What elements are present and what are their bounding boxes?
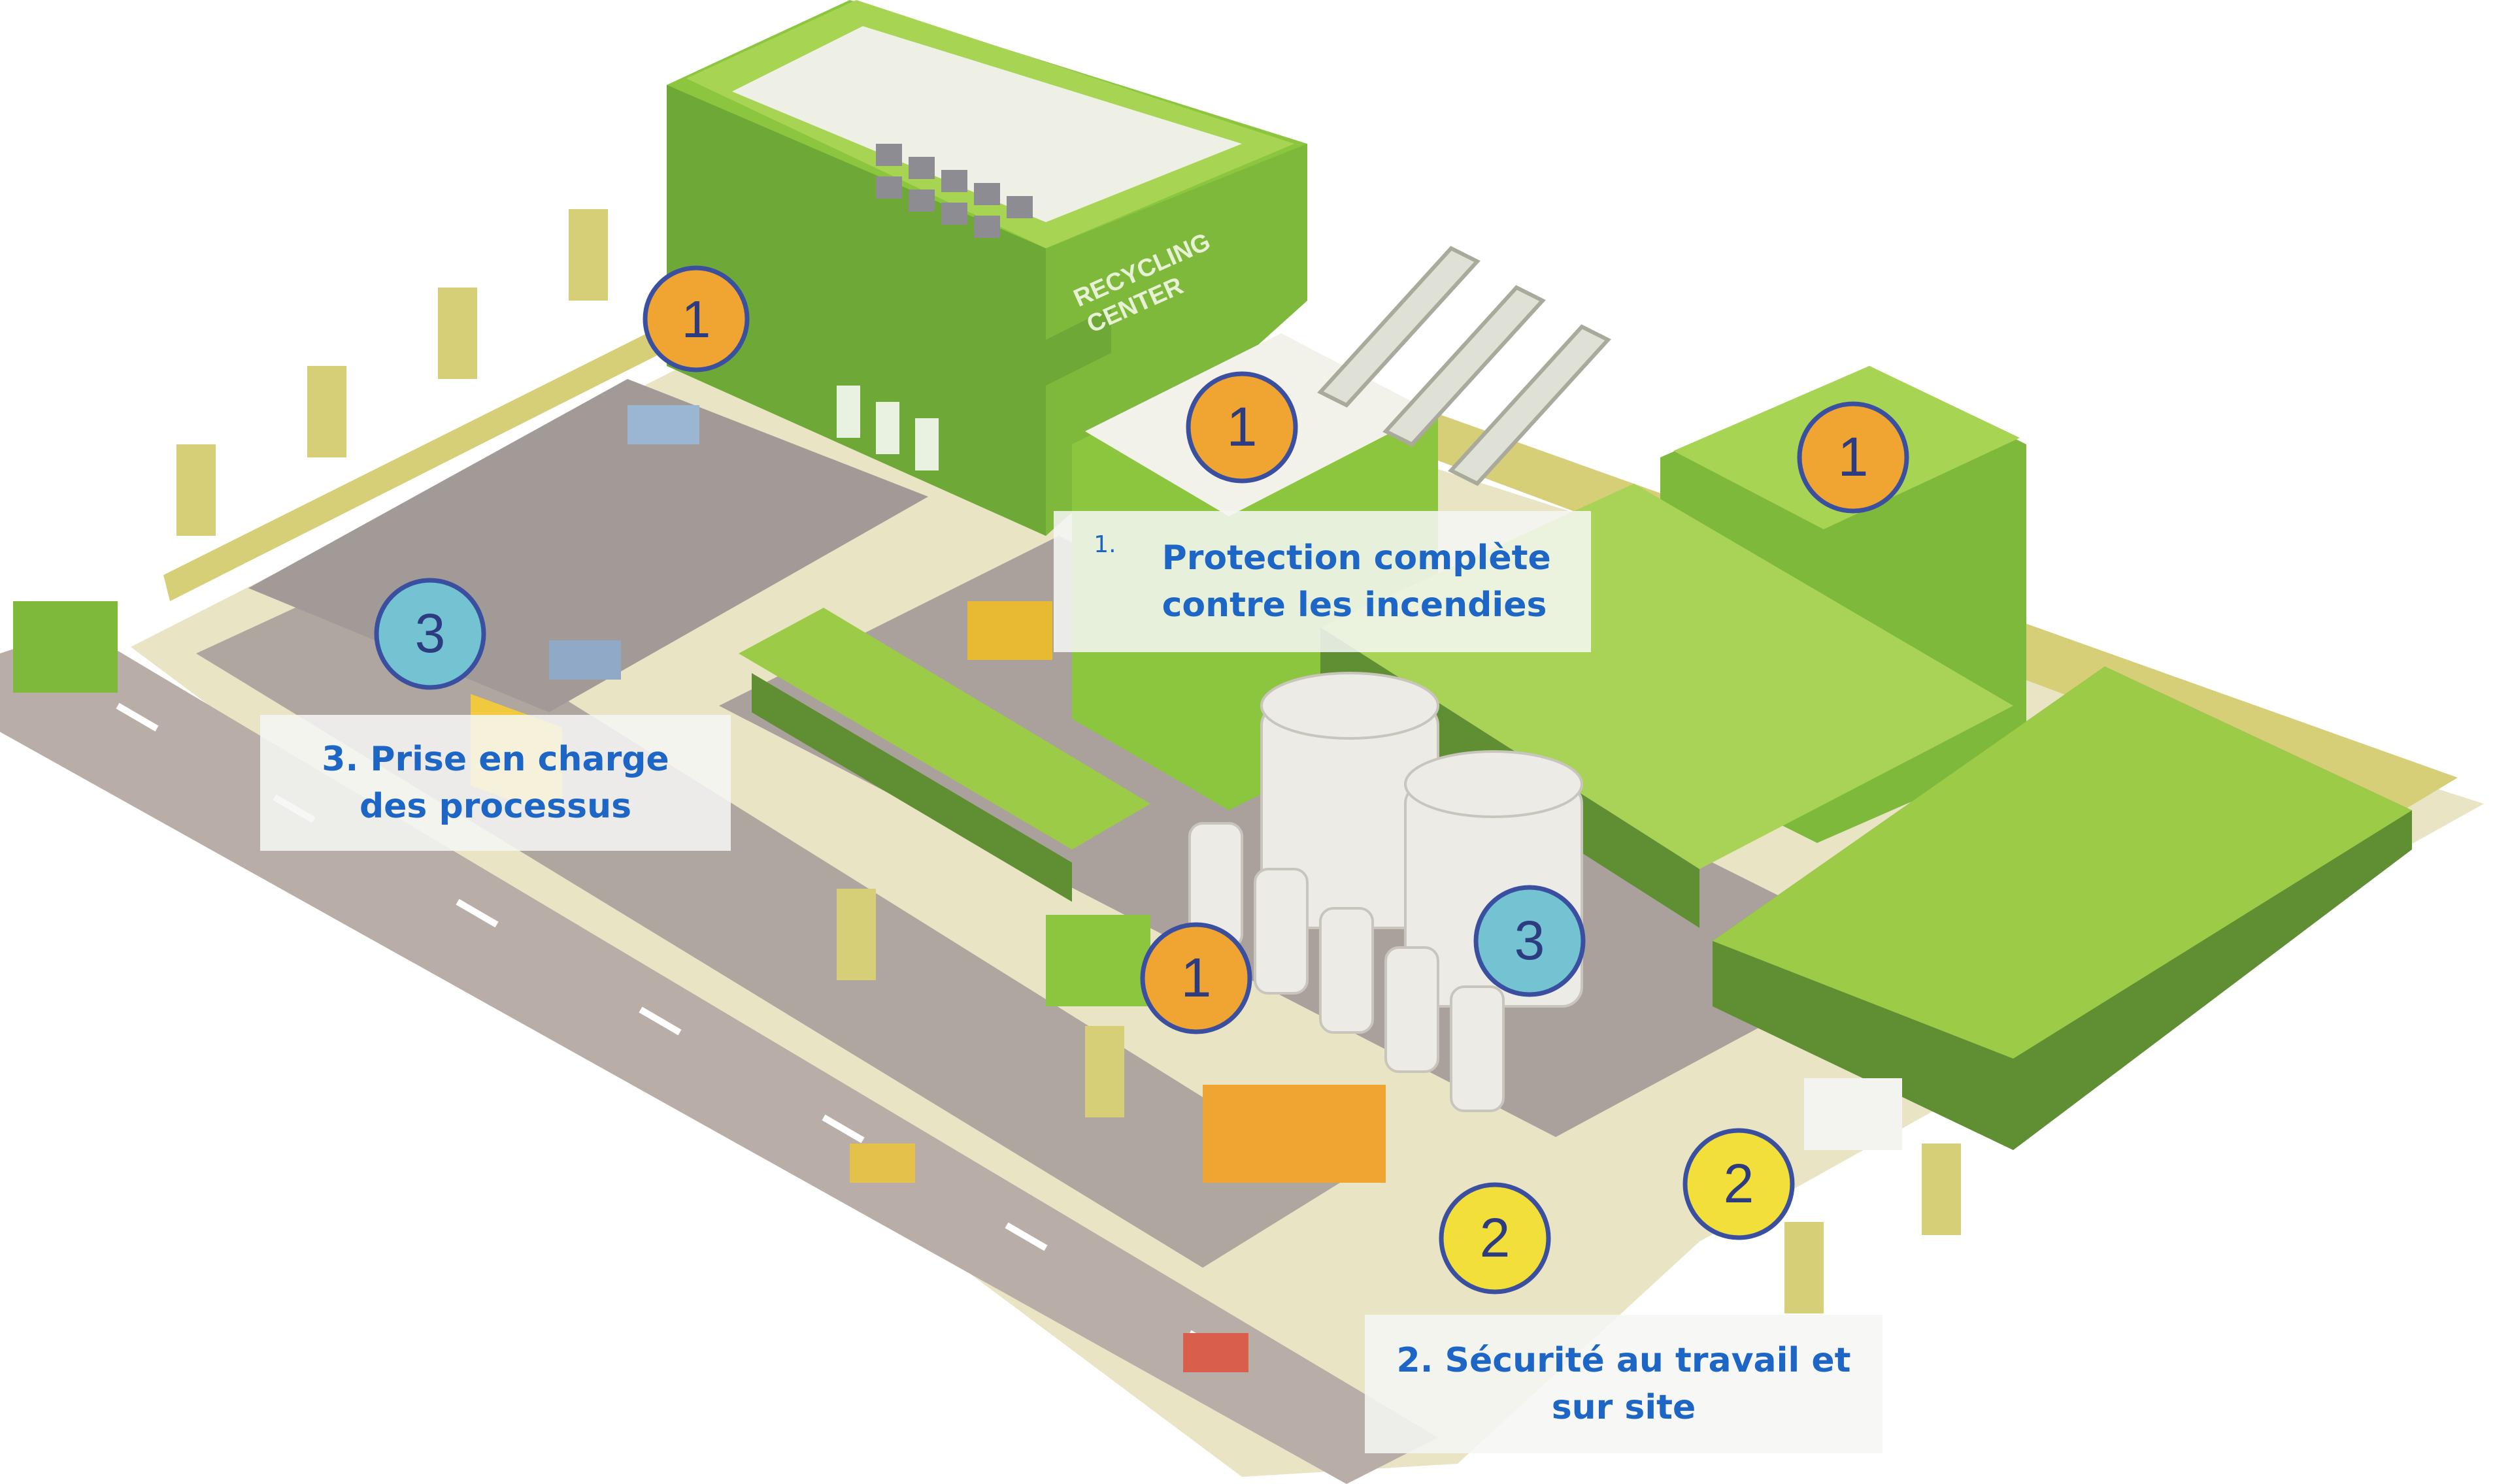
marker-label: 3 <box>415 602 446 664</box>
callout-process-support: 3. Prise en charge des processus <box>260 715 731 851</box>
callout-text: Protection complète contre les incendies <box>1162 538 1551 625</box>
vehicles <box>13 405 1902 1372</box>
marker-label: 2 <box>1480 1207 1511 1268</box>
marker-3a: 3 <box>374 578 486 690</box>
warehouse-long <box>1713 667 2412 1150</box>
marker-label: 1 <box>1227 396 1258 457</box>
marker-1a: 1 <box>643 265 750 372</box>
callout-fire-protection: 1. Protection complète contre les incend… <box>1054 511 1591 652</box>
marker-1b: 1 <box>1186 371 1298 484</box>
callout-work-safety: 2. Sécurité au travail et sur site <box>1365 1315 1882 1453</box>
marker-2b: 2 <box>1439 1182 1551 1294</box>
marker-1d: 1 <box>1140 922 1252 1034</box>
marker-1c: 1 <box>1797 401 1909 514</box>
silos <box>1188 672 1583 1112</box>
marker-label: 1 <box>1181 947 1212 1008</box>
callout-text: 2. Sécurité au travail et sur site <box>1396 1341 1851 1427</box>
marker-label: 1 <box>1838 426 1869 487</box>
marker-label: 3 <box>1514 910 1545 971</box>
callout-number: 1. <box>1094 531 1116 558</box>
wall-pillars <box>176 209 1961 1313</box>
marker-2a: 2 <box>1682 1128 1795 1240</box>
garage-shed <box>739 608 1150 902</box>
callout-text: 3. Prise en charge des processus <box>322 740 669 826</box>
marker-label: 1 <box>682 290 711 348</box>
marker-3b: 3 <box>1473 885 1586 997</box>
marker-label: 2 <box>1724 1153 1754 1214</box>
conveyors <box>1317 246 1611 486</box>
